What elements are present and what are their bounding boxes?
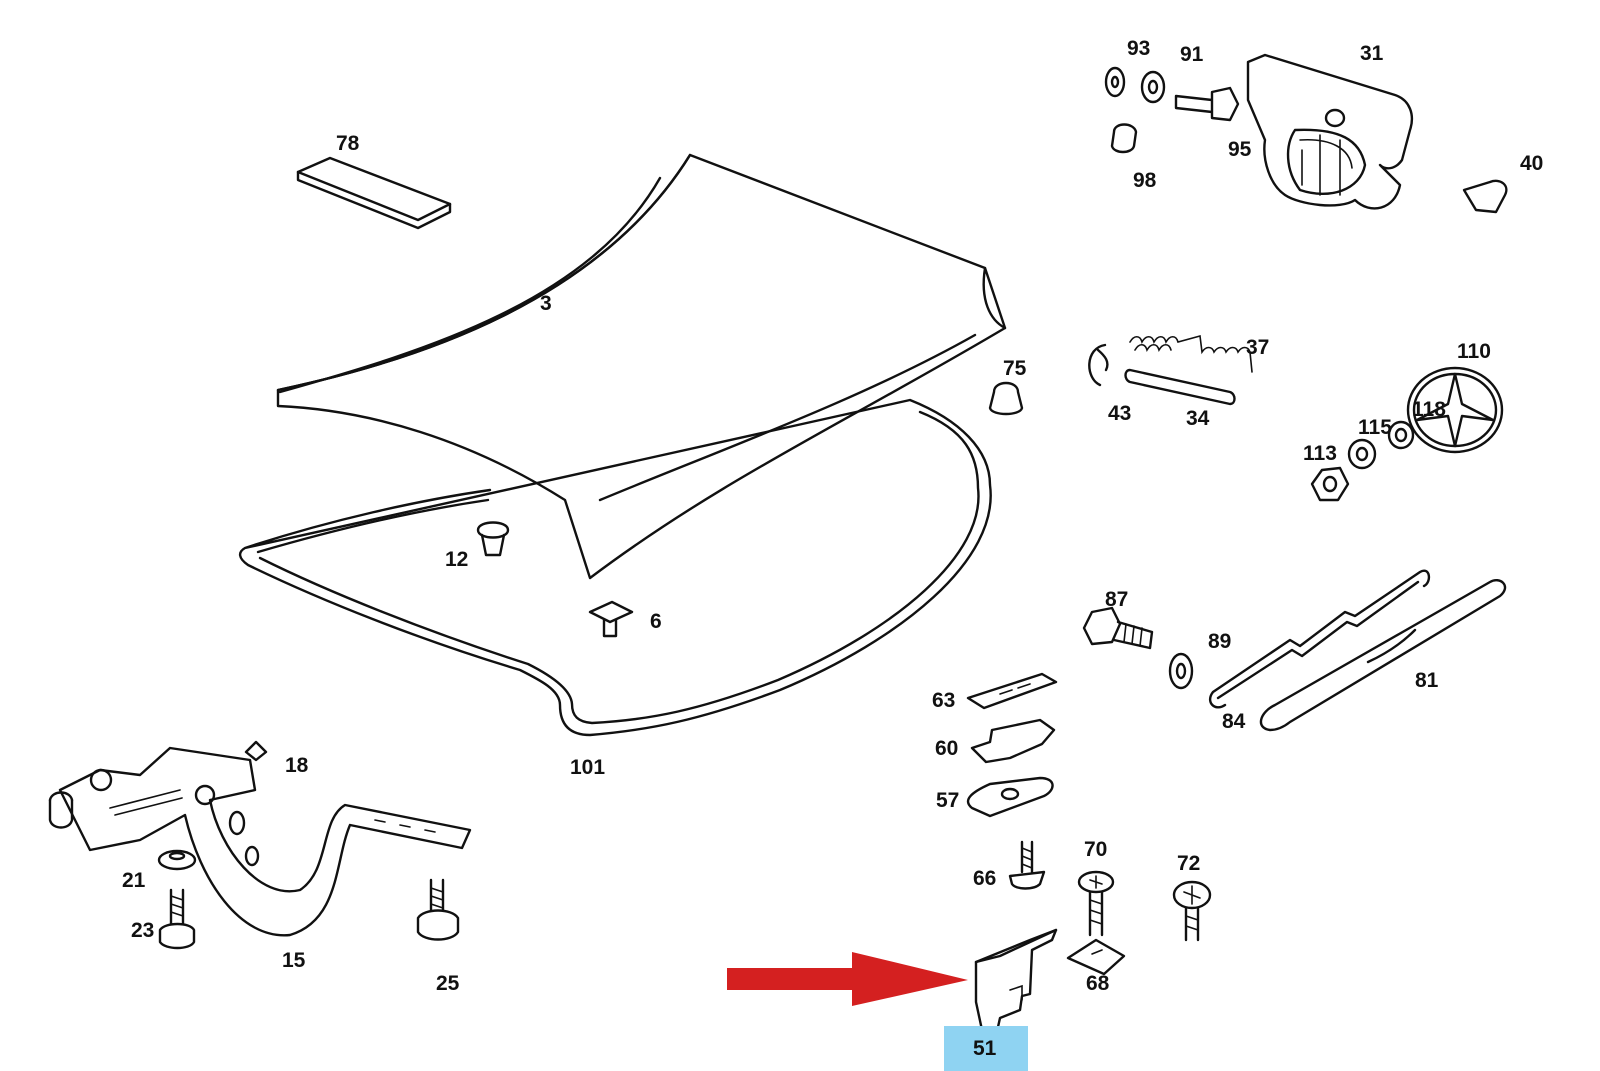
- label-37: 37: [1246, 336, 1269, 359]
- part-6-clip: [588, 600, 634, 638]
- part-98-plug: [1110, 123, 1138, 154]
- label-21: 21: [122, 869, 146, 892]
- part-89-washer: [1168, 652, 1194, 690]
- label-60: 60: [935, 737, 958, 760]
- label-3: 3: [540, 292, 552, 315]
- label-95: 95: [1228, 138, 1252, 161]
- label-43: 43: [1108, 402, 1131, 425]
- label-98: 98: [1133, 169, 1157, 192]
- label-101: 101: [570, 756, 605, 779]
- part-63-plate: [966, 672, 1058, 710]
- part-37-spring: [1129, 334, 1253, 373]
- part-87-bolt: [1082, 606, 1154, 650]
- label-25: 25: [436, 972, 460, 995]
- label-84: 84: [1222, 710, 1246, 733]
- label-57: 57: [936, 789, 959, 812]
- label-70: 70: [1084, 838, 1107, 861]
- label-66: 66: [973, 867, 996, 890]
- part-40-clip: [1462, 179, 1508, 214]
- label-51-highlight: [944, 1026, 1028, 1071]
- part-66-screw: [1008, 840, 1046, 890]
- part-70-screw: [1077, 870, 1115, 937]
- label-12: 12: [445, 548, 468, 571]
- label-75: 75: [1003, 357, 1027, 380]
- part-95-bolt: [1174, 86, 1240, 122]
- part-68-clip: [1066, 938, 1126, 976]
- label-34: 34: [1186, 407, 1210, 430]
- label-118: 118: [1412, 398, 1446, 421]
- part-84-rod: [1208, 569, 1431, 709]
- label-115: 115: [1358, 416, 1392, 439]
- part-23-bolt: [158, 888, 196, 950]
- part-3-trunk-lid: [276, 153, 1007, 580]
- label-63: 63: [932, 689, 955, 712]
- part-21-washer: [157, 849, 197, 871]
- part-75-buffer: [988, 381, 1024, 416]
- label-81: 81: [1415, 669, 1439, 692]
- part-31-lock: [1246, 53, 1414, 210]
- part-78-pad: [296, 156, 452, 230]
- part-43-ring: [1088, 343, 1109, 387]
- part-18-clip: [244, 740, 268, 762]
- part-91-washer: [1140, 70, 1166, 104]
- part-34-pin: [1124, 368, 1236, 406]
- part-25-bolt: [416, 878, 460, 941]
- part-93-washer: [1104, 66, 1126, 98]
- part-81-handle-strip: [1259, 579, 1507, 732]
- label-72: 72: [1177, 852, 1200, 875]
- part-57-plate: [966, 776, 1054, 818]
- label-18: 18: [285, 754, 309, 777]
- part-115-washer: [1347, 438, 1377, 470]
- part-110-star-emblem: [1406, 366, 1504, 454]
- label-15: 15: [282, 949, 306, 972]
- label-87: 87: [1105, 588, 1128, 611]
- label-68: 68: [1086, 972, 1110, 995]
- label-6: 6: [650, 610, 662, 633]
- label-31: 31: [1360, 42, 1384, 65]
- label-113: 113: [1303, 442, 1337, 465]
- label-40: 40: [1520, 152, 1543, 175]
- red-arrow-icon: [727, 952, 968, 1006]
- part-118-washer: [1387, 420, 1415, 450]
- part-12-clip: [476, 521, 510, 557]
- label-93: 93: [1127, 37, 1150, 60]
- part-72-screw: [1172, 880, 1212, 942]
- part-60-plate: [970, 718, 1056, 764]
- part-113-nut: [1310, 466, 1350, 502]
- part-51-striker: [974, 928, 1058, 1038]
- label-23: 23: [131, 919, 154, 942]
- label-91: 91: [1180, 43, 1204, 66]
- label-89: 89: [1208, 630, 1231, 653]
- part-15-hinge: [48, 746, 472, 937]
- label-110: 110: [1457, 340, 1491, 363]
- label-78: 78: [336, 132, 360, 155]
- part-101-seal: [238, 398, 992, 737]
- label-51: 51: [973, 1037, 997, 1060]
